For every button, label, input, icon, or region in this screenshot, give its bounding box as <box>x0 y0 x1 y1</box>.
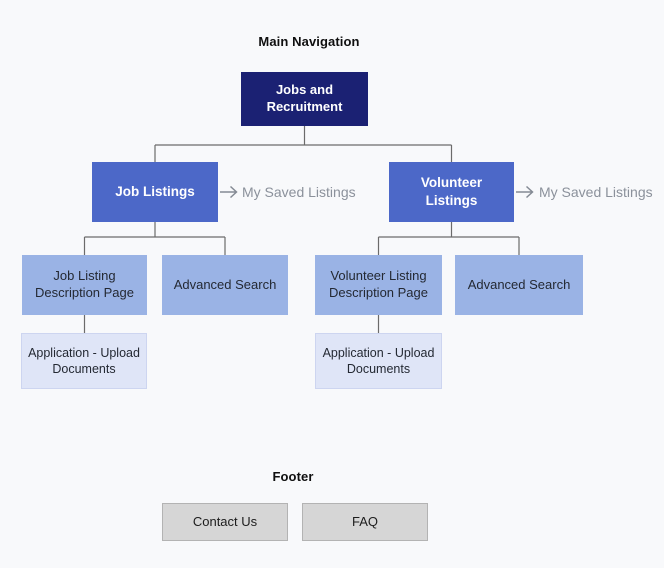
node-label: Volunteer Listings <box>420 175 483 208</box>
main-navigation-title: Main Navigation <box>258 34 360 49</box>
node-jobs-and-recruitment[interactable]: Jobs and Recruitment <box>241 72 368 126</box>
node-job-application-upload-documents[interactable]: Application - Upload Documents <box>21 333 147 389</box>
node-job-advanced-search[interactable]: Advanced Search <box>162 255 288 315</box>
node-label: Advanced Search <box>467 276 571 292</box>
node-label: Volunteer Listing Description Page <box>329 268 428 300</box>
node-label: Jobs and Recruitment <box>266 82 343 114</box>
node-volunteer-listing-description-page[interactable]: Volunteer Listing Description Page <box>315 255 442 315</box>
volunteer-saved-listings-label: My Saved Listings <box>539 184 653 200</box>
node-volunteer-application-upload-documents[interactable]: Application - Upload Documents <box>315 333 442 389</box>
node-faq[interactable]: FAQ <box>302 503 428 541</box>
node-label: Job Listings <box>115 184 195 200</box>
node-label: Advanced Search <box>173 276 277 292</box>
job-saved-listings-label: My Saved Listings <box>242 184 356 200</box>
node-label: Application - Upload Documents <box>28 345 140 376</box>
node-volunteer-listings[interactable]: Volunteer Listings <box>389 162 514 222</box>
node-label: Contact Us <box>192 513 258 529</box>
node-contact-us[interactable]: Contact Us <box>162 503 288 541</box>
node-label: Job Listing Description Page <box>35 268 134 300</box>
node-volunteer-advanced-search[interactable]: Advanced Search <box>455 255 583 315</box>
node-job-listing-description-page[interactable]: Job Listing Description Page <box>22 255 147 315</box>
footer-title: Footer <box>272 469 314 484</box>
node-label: FAQ <box>351 513 378 529</box>
node-label: Application - Upload Documents <box>322 345 435 376</box>
node-job-listings[interactable]: Job Listings <box>92 162 218 222</box>
